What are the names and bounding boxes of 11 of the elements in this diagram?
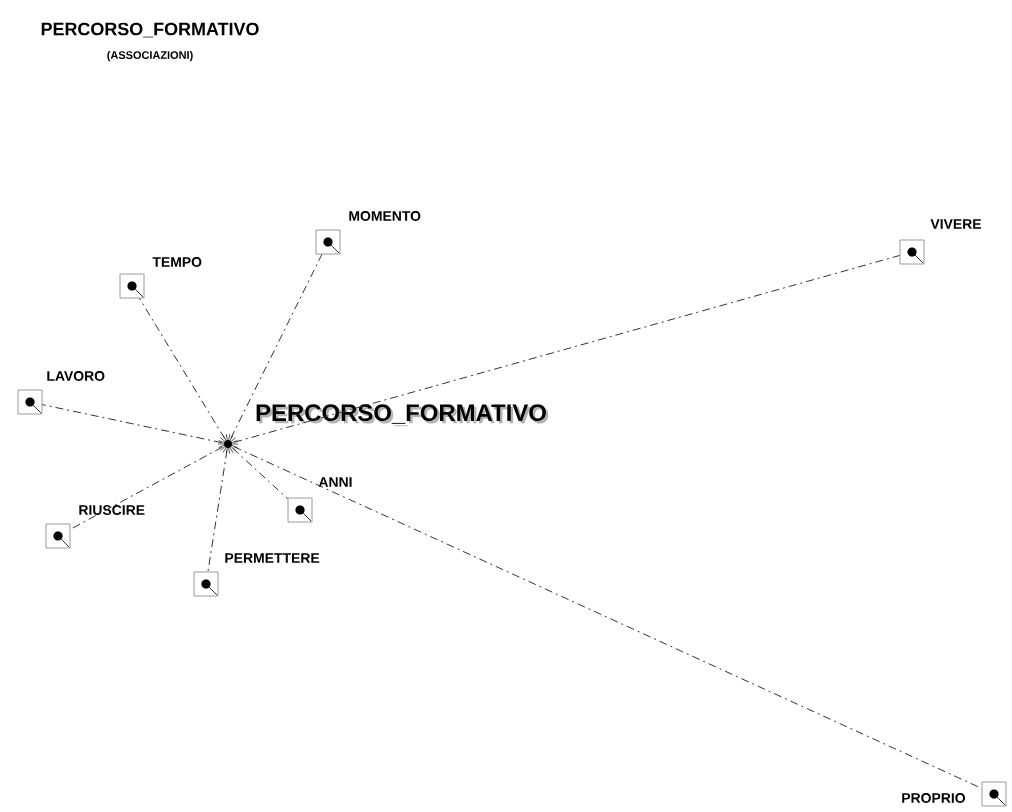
connector-line — [230, 253, 323, 439]
connector-line — [232, 447, 289, 500]
connector-line — [41, 404, 223, 444]
connector-line — [207, 449, 228, 573]
node-label: PERCORSO_FORMATIVO — [256, 404, 546, 424]
connector-line — [69, 446, 223, 530]
title: PERCORSO_FORMATIVO — [41, 22, 259, 38]
center-node: PERCORSO_FORMATIVO — [217, 404, 549, 455]
connector-line — [233, 255, 901, 443]
connector-line — [233, 446, 983, 789]
connector-line — [139, 297, 226, 440]
